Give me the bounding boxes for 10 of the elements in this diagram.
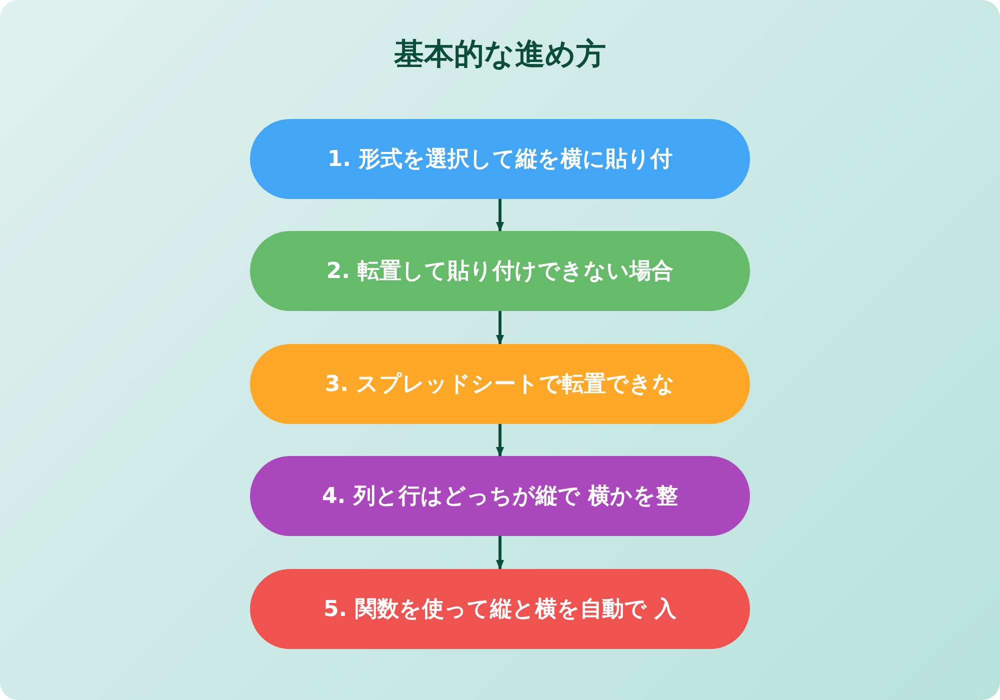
process-box: 2. 転置して貼り付けできない場合 (250, 231, 750, 311)
process-box: 1. 形式を選択して縦を横に貼り付 (250, 119, 750, 199)
process-box: 4. 列と行はどっちが縦で 横かを整 (250, 456, 750, 536)
title: 基本的な進め方 (393, 36, 607, 74)
process-box: 5. 関数を使って縦と横を自動で 入 (250, 569, 750, 649)
process-box: 3. スプレッドシートで転置できな (250, 344, 750, 424)
arrow (496, 424, 504, 457)
arrow (496, 311, 504, 345)
arrow (496, 536, 504, 570)
arrow (496, 199, 504, 232)
